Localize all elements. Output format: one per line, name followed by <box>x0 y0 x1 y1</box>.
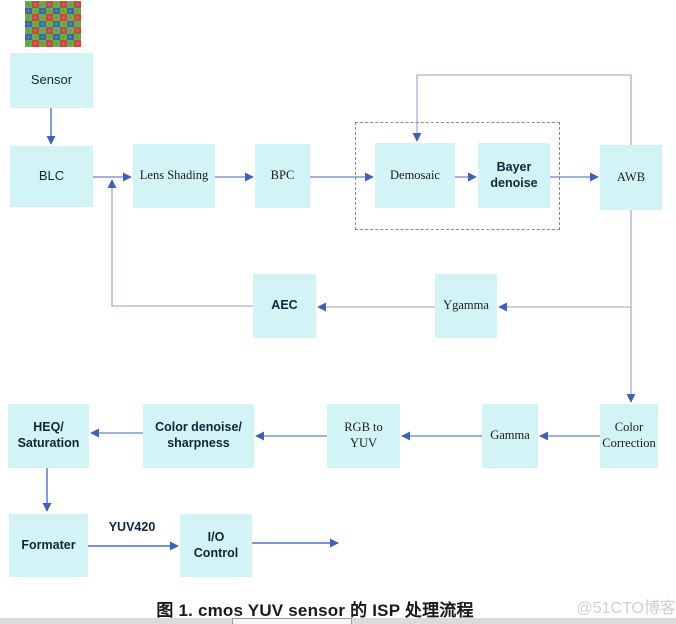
bayer-cell <box>67 7 74 15</box>
bayer-cell <box>74 1 81 8</box>
figure-caption: 图 1. cmos YUV sensor 的 ISP 处理流程 <box>156 601 474 620</box>
bayer-cell <box>46 20 53 28</box>
node-aec: AEC <box>253 274 316 338</box>
bayer-cell <box>74 40 81 47</box>
bayer-cell <box>53 14 60 21</box>
bayer-cell <box>53 27 60 34</box>
node-ygamma: Ygamma <box>435 274 497 338</box>
node-color-denoise-sharpness: Color denoise/ sharpness <box>143 404 254 468</box>
bayer-cell <box>32 27 39 34</box>
bayer-cell <box>25 40 32 47</box>
bayer-cell <box>53 33 60 41</box>
bayer-cell <box>25 7 32 15</box>
bayer-cell <box>60 7 67 15</box>
bayer-cell <box>46 33 53 41</box>
bayer-cell <box>39 27 46 34</box>
bayer-cell <box>53 40 60 47</box>
bayer-cell <box>74 14 81 21</box>
bayer-cell <box>53 20 60 28</box>
node-blc: BLC <box>10 146 93 207</box>
bayer-cell <box>74 20 81 28</box>
node-gamma: Gamma <box>482 404 538 468</box>
bayer-cell <box>25 33 32 41</box>
bayer-cell <box>39 20 46 28</box>
bayer-pattern-image <box>25 1 81 47</box>
bayer-cell <box>46 7 53 15</box>
bayer-cell <box>32 40 39 47</box>
bayer-cell <box>32 33 39 41</box>
node-demosaic: Demosaic <box>375 143 455 208</box>
bayer-cell <box>32 20 39 28</box>
bayer-cell <box>67 1 74 8</box>
watermark-51cto: @51CTO博客 <box>576 600 676 617</box>
bayer-cell <box>39 14 46 21</box>
node-formater: Formater <box>9 514 88 577</box>
bayer-cell <box>67 20 74 28</box>
bayer-cell <box>46 40 53 47</box>
node-sensor: Sensor <box>10 53 93 108</box>
bayer-cell <box>67 14 74 21</box>
node-color-correction: Color Correction <box>600 404 658 468</box>
bayer-cell <box>25 20 32 28</box>
bayer-cell <box>60 33 67 41</box>
bayer-cell <box>67 33 74 41</box>
node-rgb-to-yuv: RGB to YUV <box>327 404 400 468</box>
node-bpc: BPC <box>255 144 310 208</box>
bayer-cell <box>39 7 46 15</box>
bayer-cell <box>39 33 46 41</box>
node-io-control: I/O Control <box>180 514 252 577</box>
node-awb: AWB <box>600 145 662 210</box>
bayer-cell <box>67 40 74 47</box>
cropped-table-cell <box>232 618 352 624</box>
bayer-cell <box>60 14 67 21</box>
node-heq-saturation: HEQ/ Saturation <box>8 404 89 468</box>
bayer-cell <box>74 33 81 41</box>
bayer-cell <box>39 40 46 47</box>
bayer-cell <box>46 14 53 21</box>
bayer-cell <box>25 14 32 21</box>
bayer-cell <box>25 1 32 8</box>
edge-label-yuv420: YUV420 <box>108 520 156 534</box>
bayer-cell <box>67 27 74 34</box>
bayer-cell <box>32 1 39 8</box>
bayer-cell <box>32 14 39 21</box>
bayer-cell <box>46 1 53 8</box>
bayer-cell <box>25 27 32 34</box>
bayer-cell <box>53 7 60 15</box>
bayer-cell <box>53 1 60 8</box>
bayer-cell <box>39 1 46 8</box>
bayer-cell <box>60 20 67 28</box>
bayer-cell <box>60 40 67 47</box>
bayer-cell <box>32 7 39 15</box>
bayer-cell <box>74 7 81 15</box>
node-lens-shading: Lens Shading <box>133 144 215 208</box>
bayer-cell <box>46 27 53 34</box>
bayer-cell <box>60 1 67 8</box>
bayer-cell <box>60 27 67 34</box>
node-bayer-denoise: Bayer denoise <box>478 143 550 208</box>
bayer-cell <box>74 27 81 34</box>
